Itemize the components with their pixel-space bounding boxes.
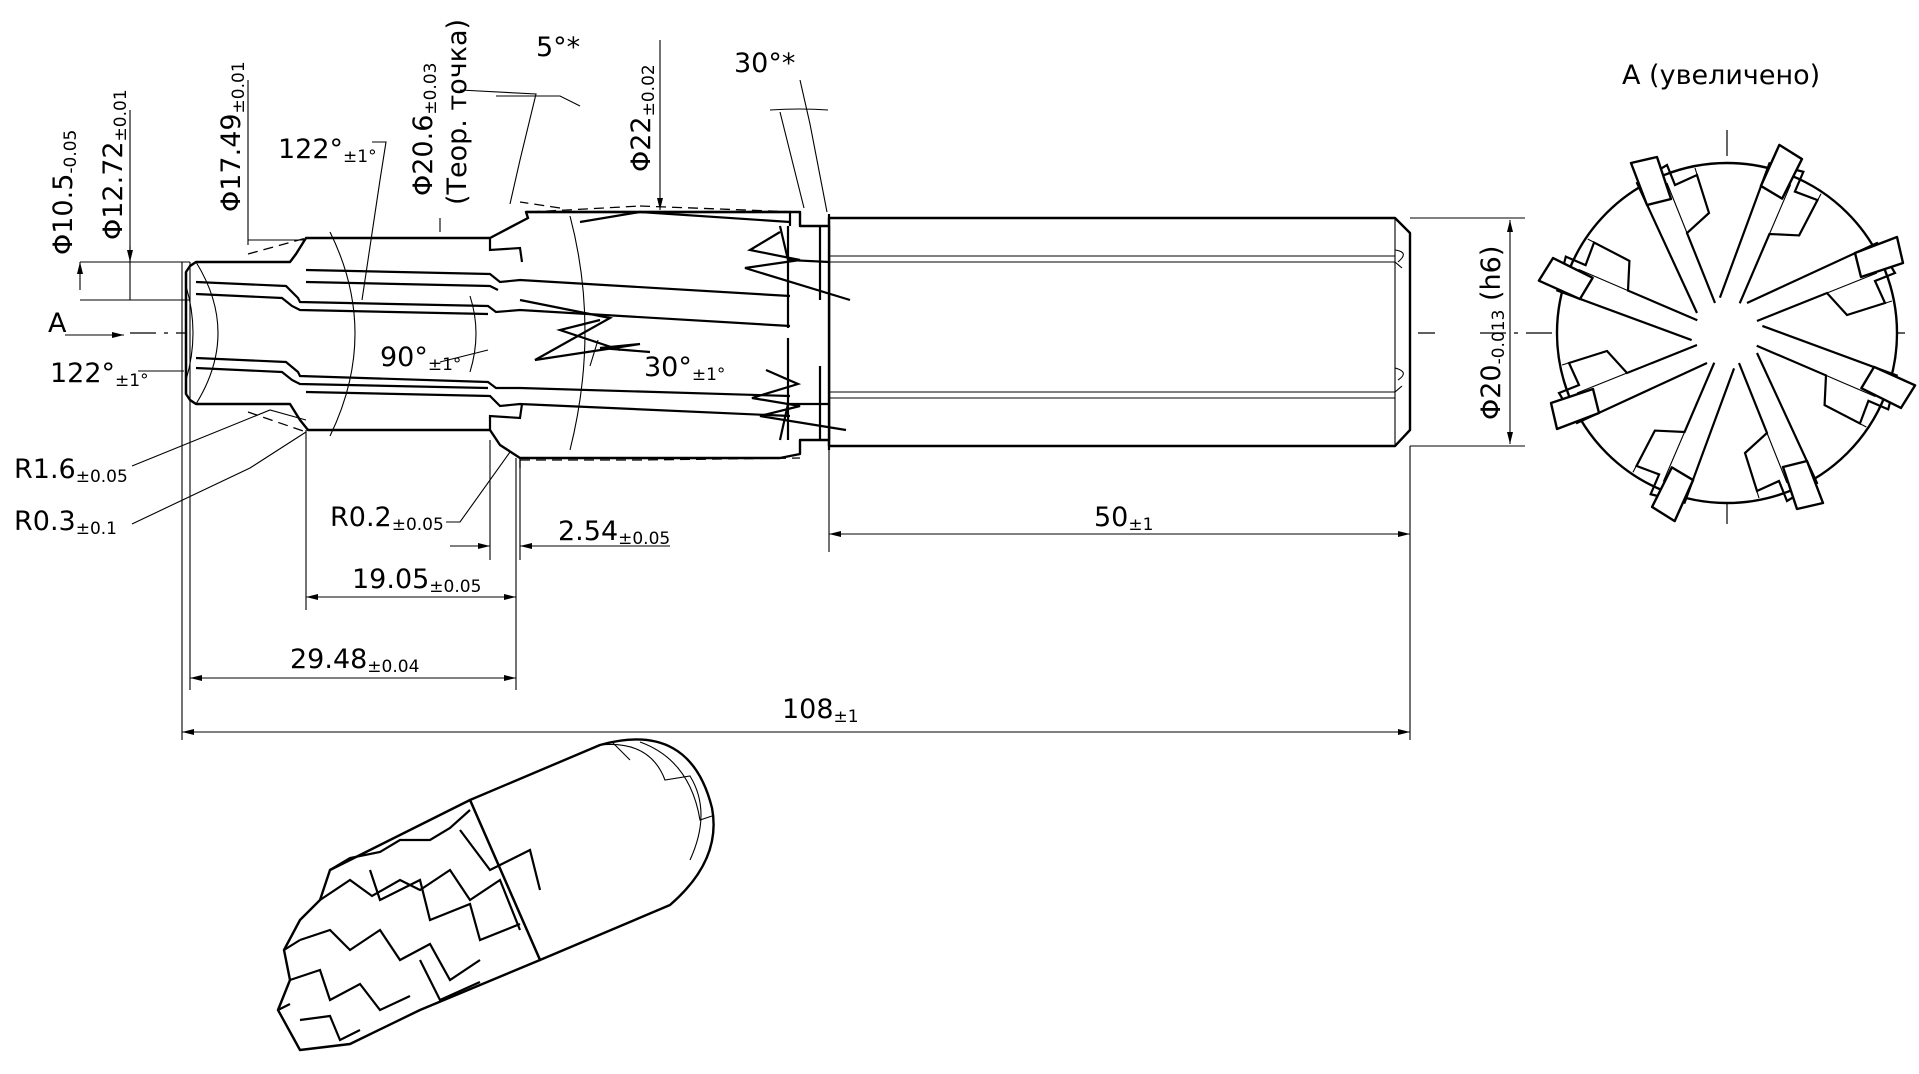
end-view-tooth — [1756, 324, 1917, 428]
dim-d20-6-note: (Теор. точка) — [442, 19, 473, 205]
len-2-54: 2.54±0.05 — [558, 516, 670, 549]
ang-122-top: 122°±1° — [278, 134, 377, 167]
ang-5: 5°* — [536, 32, 580, 63]
dim-d22: Φ22±0.02 — [626, 64, 659, 172]
dimension-lines — [65, 40, 1525, 740]
radius-r0-2: R0.2±0.05 — [330, 502, 444, 535]
section-label: A — [48, 308, 67, 339]
len-19-05: 19.05±0.05 — [352, 564, 481, 597]
len-108: 108±1 — [782, 694, 859, 727]
dim-d20-6: Φ20.6±0.03 — [408, 63, 441, 196]
reamer-shank — [827, 216, 1412, 448]
dim-d10-5: Φ10.5-0.05 — [48, 130, 81, 255]
end-view-tooth — [1718, 143, 1822, 304]
ang-122-left: 122°±1° — [50, 358, 149, 391]
dim-d12-72: Φ12.72±0.01 — [98, 89, 131, 240]
end-view-a — [1480, 130, 1917, 530]
len-50: 50±1 — [1094, 502, 1153, 535]
iso-shank — [468, 738, 715, 962]
ang-30-top: 30°* — [734, 48, 795, 79]
len-29-48: 29.48±0.04 — [290, 644, 419, 677]
iso-cutting-part — [276, 798, 542, 1052]
ang-90: 90°±1° — [380, 342, 461, 375]
dim-d20-h6: Φ20-0.013 (h6) — [1476, 246, 1509, 420]
isometric-view — [276, 738, 715, 1052]
radius-r0-3: R0.3±0.1 — [14, 506, 117, 539]
radius-r1-6: R1.6±0.05 — [14, 454, 128, 487]
reamer-side-view — [130, 201, 1435, 472]
dim-d17-49: Φ17.49±0.01 — [216, 61, 249, 212]
end-view-tooth — [1746, 235, 1905, 323]
dimension-labels: A Φ10.5-0.05 Φ12.72±0.01 Φ17.49±0.01 Φ20… — [14, 19, 1820, 727]
end-view-teeth — [1537, 143, 1917, 523]
end-view-tooth — [1629, 155, 1717, 314]
end-view-tooth — [1632, 362, 1736, 523]
end-view-tooth — [1737, 352, 1825, 511]
view-a-label: A (увеличено) — [1622, 60, 1820, 91]
ang-30: 30°±1° — [644, 352, 725, 385]
end-view-tooth — [1537, 238, 1698, 342]
end-view-tooth — [1549, 343, 1708, 431]
